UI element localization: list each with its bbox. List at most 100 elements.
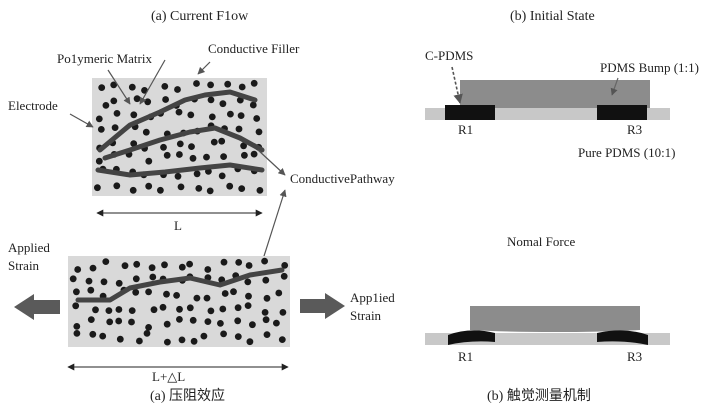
filler-particle (207, 81, 215, 89)
filler-particle (193, 294, 201, 302)
electrode-r3-top (597, 105, 647, 120)
filler-particle (262, 316, 270, 324)
pathway-line (102, 125, 265, 161)
filler-particle (195, 185, 203, 192)
r1-top-label: R1 (458, 122, 473, 137)
filler-particle (73, 288, 80, 296)
filler-particle (281, 262, 289, 269)
filler-particle (161, 83, 169, 90)
filler-particle (160, 143, 167, 151)
filler-particle (176, 140, 184, 148)
filler-particle (102, 258, 110, 265)
filler-particle (130, 140, 138, 148)
filler-particle (159, 303, 167, 311)
filler-particle (110, 97, 118, 105)
filler-particle (256, 187, 264, 194)
filler-particle (102, 102, 110, 109)
right-panel-title: (b) Initial State (510, 9, 595, 24)
filler-particle (186, 304, 194, 312)
filler-particle (279, 309, 287, 316)
filler-particle (263, 294, 271, 302)
filler-particle (235, 125, 243, 133)
filler-particle (226, 182, 234, 190)
applied-strain-right-label-2: Strain (350, 308, 382, 323)
conductive-pathway-lines (95, 89, 265, 178)
filler-particle (97, 125, 105, 133)
filler-particle (245, 262, 253, 269)
filler-particle (193, 80, 200, 87)
pdms-bump-pressed (470, 306, 640, 332)
filler-particle (217, 320, 224, 327)
filler-particle (193, 170, 201, 178)
filler-particle (203, 153, 210, 161)
conductive-pathway-pointer-top (257, 149, 286, 176)
pure-pdms-label: Pure PDMS (10:1) (578, 145, 676, 160)
filler-particle (128, 307, 136, 314)
filler-particle (132, 275, 140, 283)
filler-particle (149, 273, 157, 281)
filler-particle (150, 306, 158, 314)
filler-particle (99, 332, 107, 340)
filler-particle (161, 261, 168, 269)
filler-particle (132, 288, 140, 296)
filler-particle (162, 96, 170, 103)
filler-particle (113, 182, 121, 190)
filler-particle (230, 288, 237, 296)
filler-particle (203, 294, 211, 302)
filler-particle (218, 172, 226, 180)
filler-particle (187, 111, 195, 119)
filler-particle (234, 317, 242, 325)
filler-particle (263, 331, 271, 338)
electrode-label: Electrode (8, 98, 58, 113)
filler-particle (110, 81, 118, 89)
filler-particle (218, 137, 226, 145)
filler-particle (92, 306, 99, 314)
conductive-filler-pointer (139, 59, 166, 105)
filler-particle (220, 330, 228, 338)
filler-particle (246, 338, 254, 346)
filler-particle (278, 336, 286, 343)
filler-particle (128, 83, 136, 91)
pdms-bump-top (460, 80, 650, 108)
filler-particle (105, 307, 113, 314)
filler-particle (130, 111, 138, 119)
electrode-r3-bent (597, 330, 648, 345)
filler-particle (74, 266, 82, 273)
filler-particle (163, 151, 171, 159)
filler-particle (220, 153, 228, 161)
filler-particle (87, 316, 95, 323)
filler-particle (164, 338, 171, 346)
filler-particle (174, 172, 182, 180)
conductive-filler-label: Conductive Filler (208, 41, 300, 56)
filler-particle (89, 330, 97, 338)
conductive-pathway-label: ConductivePathway (290, 171, 395, 186)
pathway-line (95, 162, 265, 178)
filler-particle (113, 110, 121, 117)
conductive-filler-pointer (197, 61, 211, 75)
r3-top-label: R3 (627, 122, 642, 137)
filler-particle (69, 275, 77, 283)
filler-particle (234, 333, 242, 340)
electrode-pointer (69, 113, 94, 128)
filler-particle (94, 184, 101, 192)
applied-strain-left-label-1: Applied (8, 240, 50, 255)
filler-particle (157, 186, 164, 194)
left-panel-caption: (a) 压阻效应 (150, 387, 225, 404)
filler-particle (238, 185, 246, 193)
strain-arrow-left (14, 294, 60, 320)
normal-force-label: Nomal Force (507, 234, 575, 249)
filler-particle (176, 316, 183, 323)
filler-particle (249, 321, 256, 329)
filler-particle (280, 272, 288, 280)
filler-particle (173, 292, 181, 299)
filler-particle (219, 305, 227, 313)
polymeric-matrix-pointer (107, 69, 131, 105)
filler-particle (98, 84, 106, 91)
strain-arrow-right (300, 293, 345, 319)
c-pdms-label: C-PDMS (425, 48, 473, 63)
filler-particle (273, 319, 280, 327)
filler-particle (148, 264, 156, 272)
filler-particle (133, 95, 141, 103)
filler-particle (275, 289, 283, 297)
applied-strain-right-label-1: App1ied (350, 290, 395, 305)
